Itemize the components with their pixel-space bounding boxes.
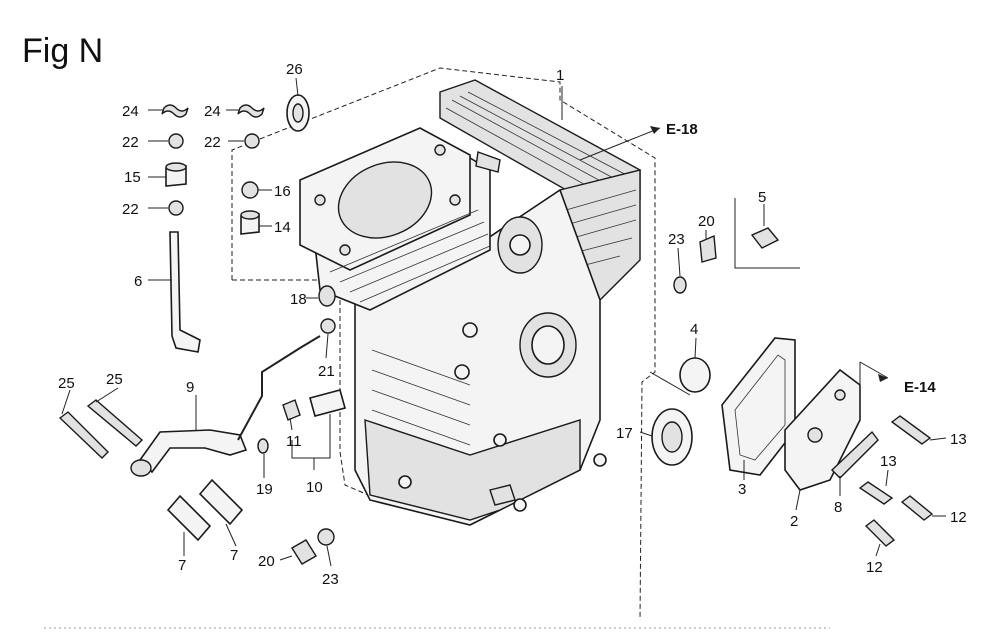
reference-label-e-18: E-18 xyxy=(666,121,698,138)
nut-part-22a xyxy=(168,133,184,149)
clip-part-24b xyxy=(237,104,265,118)
bracket-part-8 xyxy=(830,430,879,479)
callout-9: 9 xyxy=(186,379,194,396)
plug-part-4 xyxy=(679,357,711,393)
callout-7: 7 xyxy=(230,547,238,564)
sensor-part-10 xyxy=(309,389,346,417)
bolt-part-20b xyxy=(291,539,317,565)
callout-15: 15 xyxy=(124,169,141,186)
washer-part-19 xyxy=(257,438,269,454)
fitting-part-5 xyxy=(750,227,780,249)
callout-labels: 1234567789101112121313141516171819202021… xyxy=(58,61,967,588)
callout-6: 6 xyxy=(134,273,142,290)
callout-25: 25 xyxy=(106,371,123,388)
pipe-part-9 xyxy=(138,429,248,474)
callout-3: 3 xyxy=(738,481,746,498)
bolt-part-25a xyxy=(58,411,109,459)
fitting-part-11 xyxy=(282,399,301,421)
callout-26: 26 xyxy=(286,61,303,78)
callout-23: 23 xyxy=(668,231,685,248)
callout-7: 7 xyxy=(178,557,186,574)
nut-part-22b xyxy=(244,133,260,149)
nut-part-16 xyxy=(241,181,259,199)
hose-part-7a xyxy=(166,494,212,542)
callout-20: 20 xyxy=(698,213,715,230)
callout-8: 8 xyxy=(834,499,842,516)
callout-11: 11 xyxy=(286,433,302,450)
fitting-box-outline xyxy=(734,198,800,269)
cover-part-2 xyxy=(784,368,861,491)
bolt-part-25b xyxy=(86,399,144,447)
bolt-part-20a xyxy=(699,234,717,263)
callout-22: 22 xyxy=(204,134,221,151)
bolt-part-12b xyxy=(864,519,896,547)
washer-part-23b xyxy=(317,528,335,546)
callout-14: 14 xyxy=(274,219,291,236)
clip-part-24a xyxy=(161,104,189,118)
gasket-part-3 xyxy=(721,337,796,476)
crankcase-block xyxy=(299,79,641,526)
hose-part-7b xyxy=(198,478,244,526)
bolt-part-13a xyxy=(890,415,932,445)
reference-label-e-14: E-14 xyxy=(904,379,936,396)
callout-24: 24 xyxy=(204,103,221,120)
washer-part-23a xyxy=(673,276,687,294)
nut-part-22c xyxy=(168,200,184,216)
callout-13: 13 xyxy=(880,453,897,470)
callout-21: 21 xyxy=(318,363,335,380)
callout-22: 22 xyxy=(122,134,139,151)
callout-23: 23 xyxy=(322,571,339,588)
callout-5: 5 xyxy=(758,189,766,206)
o-ring-part-18 xyxy=(318,285,336,307)
callout-13: 13 xyxy=(950,431,967,448)
rod-part-6 xyxy=(169,231,201,353)
figure-title: Fig N xyxy=(22,32,103,70)
callout-1: 1 xyxy=(556,67,564,84)
callout-24: 24 xyxy=(122,103,139,120)
callout-2: 2 xyxy=(790,513,798,530)
callout-22: 22 xyxy=(122,201,139,218)
callout-12: 12 xyxy=(866,559,883,576)
callout-16: 16 xyxy=(274,183,291,200)
callout-10: 10 xyxy=(306,479,323,496)
leader-lines xyxy=(61,77,947,567)
washer-part-21 xyxy=(320,318,336,334)
callout-20: 20 xyxy=(258,553,275,570)
bolt-part-13b xyxy=(858,481,894,505)
callout-17: 17 xyxy=(616,425,633,442)
callout-12: 12 xyxy=(950,509,967,526)
oil-tube xyxy=(237,335,321,441)
bolt-part-12a xyxy=(900,495,934,521)
reference-labels: E-18E-14 xyxy=(666,121,936,396)
callout-19: 19 xyxy=(256,481,273,498)
callout-25: 25 xyxy=(58,375,75,392)
callout-4: 4 xyxy=(690,321,698,338)
callout-18: 18 xyxy=(290,291,307,308)
leader-group-bottom xyxy=(649,371,691,396)
